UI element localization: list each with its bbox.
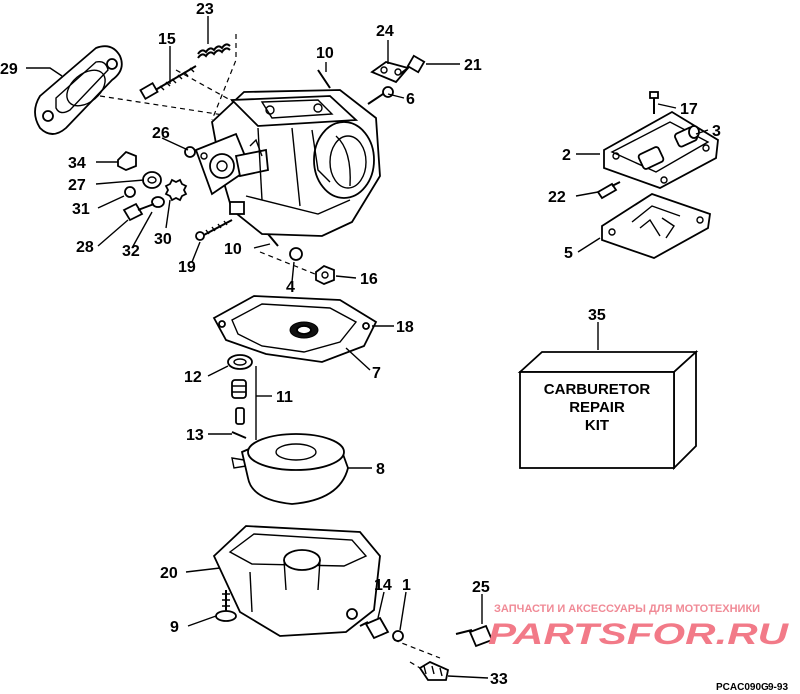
callout-21: 21 [464,57,482,74]
callout-23: 23 [196,1,214,18]
callout-25: 25 [472,579,490,596]
bracket-screw-part [399,54,426,75]
callout-10-lower: 10 [224,241,242,258]
kit-label-line2: REPAIR [569,399,625,416]
callout-32: 32 [122,243,140,260]
callout-4: 4 [286,279,295,296]
callout-13: 13 [186,427,204,444]
pin-upper-part [317,69,331,89]
watermark-brand: PARTSFOR.RU [488,618,790,651]
fuel-pump-cover-part [596,91,719,200]
watermark-caption: ЗАПЧАСТИ И АКСЕССУАРЫ ДЛЯ МОТОТЕХНИКИ [494,603,760,615]
bowl-screw-part [215,590,237,622]
drain-fittings [359,616,494,681]
callout-20: 20 [160,565,178,582]
callout-9: 9 [170,619,179,636]
callout-numbers: 23 15 29 10 24 21 6 26 34 27 31 28 32 30… [0,1,721,688]
pump-diaphragm-part [601,193,711,259]
flange-gasket-part [34,45,123,135]
callout-22: 22 [548,189,566,206]
page-reference: 9-93 [768,682,788,693]
callout-29: 29 [0,61,18,78]
kit-label-line3: KIT [585,417,609,434]
callout-18: 18 [396,319,414,336]
leader-lines [26,16,709,679]
callout-1: 1 [402,577,411,594]
callout-33: 33 [490,671,508,688]
callout-26: 26 [152,125,170,142]
repair-kit-box: CARBURETOR REPAIR KIT [517,349,699,471]
callout-34: 34 [68,155,86,172]
callout-31: 31 [72,201,90,218]
callout-10-upper: 10 [316,45,334,62]
callout-27: 27 [68,177,86,194]
small-parts-left [117,146,335,285]
callout-6: 6 [406,91,415,108]
callout-8: 8 [376,461,385,478]
figure-code: PCAC090G [716,682,769,693]
carburetor-body-part [194,89,381,237]
needle-valve-parts [227,354,257,440]
callout-17: 17 [680,101,698,118]
callout-11: 11 [276,389,293,406]
throttle-stop-screw-part [139,65,197,101]
callout-35: 35 [588,307,606,324]
kit-label-line1: CARBURETOR [544,381,651,398]
callout-2: 2 [562,147,571,164]
callout-28: 28 [76,239,94,256]
callout-7: 7 [372,365,381,382]
callout-19: 19 [178,259,196,276]
float-bowl-gasket-part [212,295,378,363]
callout-12: 12 [184,369,202,386]
callout-16: 16 [360,271,378,288]
callout-30: 30 [154,231,172,248]
callout-15: 15 [158,31,176,48]
callout-3: 3 [712,123,721,140]
float-bowl-part [212,525,381,637]
callout-5: 5 [564,245,573,262]
body-screw-part [367,86,394,105]
callout-24: 24 [376,23,394,40]
spring-part [197,43,231,59]
callout-14: 14 [374,577,392,594]
float-part [231,433,349,505]
